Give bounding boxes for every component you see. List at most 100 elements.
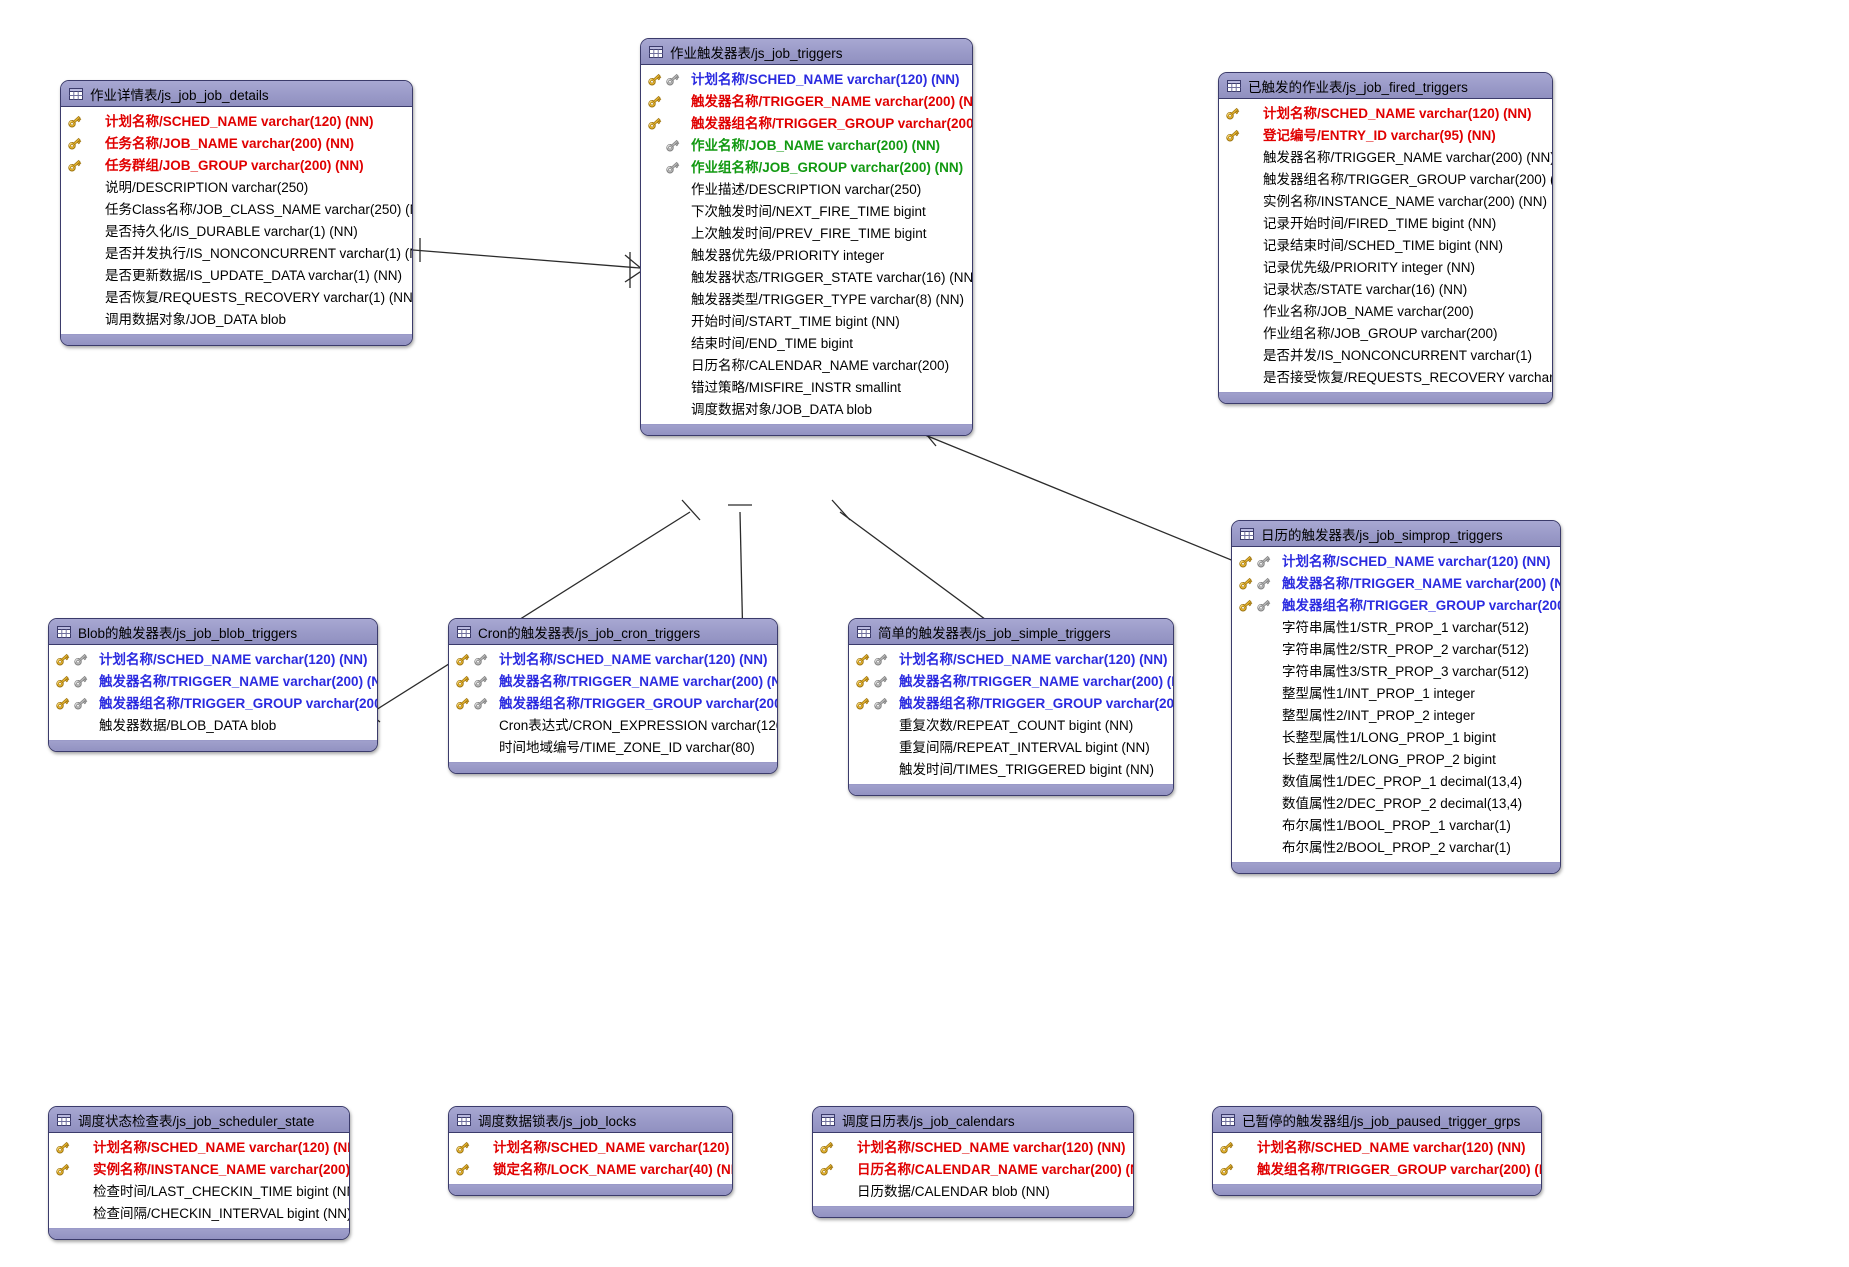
attribute-row[interactable]: 整型属性2/INT_PROP_2 integer [1232,704,1560,726]
attribute-row[interactable]: 错过策略/MISFIRE_INSTR smallint [641,376,972,398]
attribute-row[interactable]: 检查间隔/CHECKIN_INTERVAL bigint (NN) [49,1202,349,1224]
attribute-row[interactable]: 任务Class名称/JOB_CLASS_NAME varchar(250) (N… [61,198,412,220]
attribute-row[interactable]: 日历名称/CALENDAR_NAME varchar(200) (NN) [813,1158,1133,1180]
attribute-row[interactable]: 触发器名称/TRIGGER_NAME varchar(200) (NN) [49,670,377,692]
attribute-row[interactable]: 记录优先级/PRIORITY integer (NN) [1219,256,1552,278]
attribute-row[interactable]: 记录状态/STATE varchar(16) (NN) [1219,278,1552,300]
attribute-row[interactable]: 下次触发时间/NEXT_FIRE_TIME bigint [641,200,972,222]
attribute-row[interactable]: 触发器名称/TRIGGER_NAME varchar(200) (NN) [849,670,1173,692]
entity-job_blob_triggers[interactable]: Blob的触发器表/js_job_blob_triggers 计划名称/SCHED… [48,618,378,752]
attribute-row[interactable]: 计划名称/SCHED_NAME varchar(120) (NN) [1219,102,1552,124]
attribute-row[interactable]: 作业描述/DESCRIPTION varchar(250) [641,178,972,200]
attribute-row[interactable]: 计划名称/SCHED_NAME varchar(120) (NN) [449,1136,732,1158]
attribute-row[interactable]: 触发器类型/TRIGGER_TYPE varchar(8) (NN) [641,288,972,310]
entity-job_locks[interactable]: 调度数据锁表/js_job_locks 计划名称/SCHED_NAME varch… [448,1106,733,1196]
entity-header-job_calendars[interactable]: 调度日历表/js_job_calendars [813,1107,1133,1133]
attribute-row[interactable]: 触发器组名称/TRIGGER_GROUP varchar(200) (NN) [849,692,1173,714]
attribute-row[interactable]: 触发器组名称/TRIGGER_GROUP varchar(200) (NN) [49,692,377,714]
entity-job_triggers[interactable]: 作业触发器表/js_job_triggers 计划名称/SCHED_NAME va… [640,38,973,436]
attribute-row[interactable]: 字符串属性2/STR_PROP_2 varchar(512) [1232,638,1560,660]
attribute-row[interactable]: 作业名称/JOB_NAME varchar(200) [1219,300,1552,322]
attribute-row[interactable]: 检查时间/LAST_CHECKIN_TIME bigint (NN) [49,1180,349,1202]
attribute-row[interactable]: 是否并发/IS_NONCONCURRENT varchar(1) [1219,344,1552,366]
attribute-row[interactable]: 开始时间/START_TIME bigint (NN) [641,310,972,332]
entity-job_fired_triggers[interactable]: 已触发的作业表/js_job_fired_triggers 计划名称/SCHED_… [1218,72,1553,404]
attribute-row[interactable]: 计划名称/SCHED_NAME varchar(120) (NN) [813,1136,1133,1158]
attribute-row[interactable]: 数值属性2/DEC_PROP_2 decimal(13,4) [1232,792,1560,814]
attribute-row[interactable]: 计划名称/SCHED_NAME varchar(120) (NN) [1213,1136,1541,1158]
entity-header-job_scheduler_state[interactable]: 调度状态检查表/js_job_scheduler_state [49,1107,349,1133]
entity-header-job_cron_triggers[interactable]: Cron的触发器表/js_job_cron_triggers [449,619,777,645]
entity-job_job_details[interactable]: 作业详情表/js_job_job_details 计划名称/SCHED_NAME … [60,80,413,346]
attribute-row[interactable]: 是否更新数据/IS_UPDATE_DATA varchar(1) (NN) [61,264,412,286]
attribute-row[interactable]: 计划名称/SCHED_NAME varchar(120) (NN) [61,110,412,132]
attribute-row[interactable]: 触发器组名称/TRIGGER_GROUP varchar(200) (NN) [1219,168,1552,190]
entity-header-job_blob_triggers[interactable]: Blob的触发器表/js_job_blob_triggers [49,619,377,645]
attribute-row[interactable]: 结束时间/END_TIME bigint [641,332,972,354]
attribute-row[interactable]: 任务名称/JOB_NAME varchar(200) (NN) [61,132,412,154]
attribute-row[interactable]: 日历数据/CALENDAR blob (NN) [813,1180,1133,1202]
entity-header-job_fired_triggers[interactable]: 已触发的作业表/js_job_fired_triggers [1219,73,1552,99]
attribute-row[interactable]: 作业组名称/JOB_GROUP varchar(200) (NN) [641,156,972,178]
attribute-row[interactable]: 布尔属性2/BOOL_PROP_2 varchar(1) [1232,836,1560,858]
entity-job_simprop_triggers[interactable]: 日历的触发器表/js_job_simprop_triggers 计划名称/SCHE… [1231,520,1561,874]
attribute-row[interactable]: 是否持久化/IS_DURABLE varchar(1) (NN) [61,220,412,242]
attribute-row[interactable]: 数值属性1/DEC_PROP_1 decimal(13,4) [1232,770,1560,792]
attribute-row[interactable]: 记录结束时间/SCHED_TIME bigint (NN) [1219,234,1552,256]
entity-job_calendars[interactable]: 调度日历表/js_job_calendars 计划名称/SCHED_NAME va… [812,1106,1134,1218]
attribute-row[interactable]: 作业组名称/JOB_GROUP varchar(200) [1219,322,1552,344]
entity-header-job_triggers[interactable]: 作业触发器表/js_job_triggers [641,39,972,65]
attribute-row[interactable]: 是否恢复/REQUESTS_RECOVERY varchar(1) (NN) [61,286,412,308]
attribute-row[interactable]: Cron表达式/CRON_EXPRESSION varchar(120) (NN… [449,714,777,736]
attribute-row[interactable]: 触发器优先级/PRIORITY integer [641,244,972,266]
attribute-row[interactable]: 字符串属性3/STR_PROP_3 varchar(512) [1232,660,1560,682]
attribute-row[interactable]: 触发器名称/TRIGGER_NAME varchar(200) (NN) [449,670,777,692]
attribute-row[interactable]: 计划名称/SCHED_NAME varchar(120) (NN) [849,648,1173,670]
attribute-row[interactable]: 触发组名称/TRIGGER_GROUP varchar(200) (NN) [1213,1158,1541,1180]
attribute-row[interactable]: 字符串属性1/STR_PROP_1 varchar(512) [1232,616,1560,638]
attribute-row[interactable]: 实例名称/INSTANCE_NAME varchar(200) (NN) [49,1158,349,1180]
entity-header-job_locks[interactable]: 调度数据锁表/js_job_locks [449,1107,732,1133]
attribute-row[interactable]: 触发器名称/TRIGGER_NAME varchar(200) (NN) [641,90,972,112]
entity-header-job_simple_triggers[interactable]: 简单的触发器表/js_job_simple_triggers [849,619,1173,645]
entity-header-job_paused_trigger_grps[interactable]: 已暂停的触发器组/js_job_paused_trigger_grps [1213,1107,1541,1133]
attribute-row[interactable]: 触发器组名称/TRIGGER_GROUP varchar(200) (NN) [1232,594,1560,616]
attribute-row[interactable]: 日历名称/CALENDAR_NAME varchar(200) [641,354,972,376]
attribute-row[interactable]: 长整型属性2/LONG_PROP_2 bigint [1232,748,1560,770]
entity-job_cron_triggers[interactable]: Cron的触发器表/js_job_cron_triggers 计划名称/SCHED… [448,618,778,774]
entity-job_scheduler_state[interactable]: 调度状态检查表/js_job_scheduler_state 计划名称/SCHED… [48,1106,350,1240]
attribute-row[interactable]: 任务群组/JOB_GROUP varchar(200) (NN) [61,154,412,176]
attribute-row[interactable]: 触发器状态/TRIGGER_STATE varchar(16) (NN) [641,266,972,288]
attribute-row[interactable]: 实例名称/INSTANCE_NAME varchar(200) (NN) [1219,190,1552,212]
attribute-row[interactable]: 重复次数/REPEAT_COUNT bigint (NN) [849,714,1173,736]
attribute-row[interactable]: 触发器名称/TRIGGER_NAME varchar(200) (NN) [1232,572,1560,594]
attribute-row[interactable]: 布尔属性1/BOOL_PROP_1 varchar(1) [1232,814,1560,836]
attribute-row[interactable]: 触发器数据/BLOB_DATA blob [49,714,377,736]
attribute-row[interactable]: 计划名称/SCHED_NAME varchar(120) (NN) [1232,550,1560,572]
attribute-row[interactable]: 触发器组名称/TRIGGER_GROUP varchar(200) (NN) [449,692,777,714]
attribute-row[interactable]: 上次触发时间/PREV_FIRE_TIME bigint [641,222,972,244]
entity-job_paused_trigger_grps[interactable]: 已暂停的触发器组/js_job_paused_trigger_grps 计划名称/… [1212,1106,1542,1196]
attribute-row[interactable]: 记录开始时间/FIRED_TIME bigint (NN) [1219,212,1552,234]
attribute-row[interactable]: 长整型属性1/LONG_PROP_1 bigint [1232,726,1560,748]
attribute-row[interactable]: 说明/DESCRIPTION varchar(250) [61,176,412,198]
attribute-row[interactable]: 是否并发执行/IS_NONCONCURRENT varchar(1) (NN) [61,242,412,264]
attribute-row[interactable]: 时间地域编号/TIME_ZONE_ID varchar(80) [449,736,777,758]
attribute-row[interactable]: 触发器组名称/TRIGGER_GROUP varchar(200) (NN) [641,112,972,134]
attribute-row[interactable]: 重复间隔/REPEAT_INTERVAL bigint (NN) [849,736,1173,758]
attribute-row[interactable]: 作业名称/JOB_NAME varchar(200) (NN) [641,134,972,156]
attribute-row[interactable]: 整型属性1/INT_PROP_1 integer [1232,682,1560,704]
entity-header-job_simprop_triggers[interactable]: 日历的触发器表/js_job_simprop_triggers [1232,521,1560,547]
attribute-row[interactable]: 计划名称/SCHED_NAME varchar(120) (NN) [49,1136,349,1158]
entity-job_simple_triggers[interactable]: 简单的触发器表/js_job_simple_triggers 计划名称/SCHED… [848,618,1174,796]
attribute-row[interactable]: 调度数据对象/JOB_DATA blob [641,398,972,420]
entity-header-job_job_details[interactable]: 作业详情表/js_job_job_details [61,81,412,107]
attribute-row[interactable]: 计划名称/SCHED_NAME varchar(120) (NN) [49,648,377,670]
attribute-row[interactable]: 调用数据对象/JOB_DATA blob [61,308,412,330]
attribute-row[interactable]: 计划名称/SCHED_NAME varchar(120) (NN) [641,68,972,90]
attribute-row[interactable]: 计划名称/SCHED_NAME varchar(120) (NN) [449,648,777,670]
attribute-row[interactable]: 登记编号/ENTRY_ID varchar(95) (NN) [1219,124,1552,146]
attribute-row[interactable]: 锁定名称/LOCK_NAME varchar(40) (NN) [449,1158,732,1180]
attribute-row[interactable]: 触发时间/TIMES_TRIGGERED bigint (NN) [849,758,1173,780]
attribute-row[interactable]: 是否接受恢复/REQUESTS_RECOVERY varchar(1) [1219,366,1552,388]
